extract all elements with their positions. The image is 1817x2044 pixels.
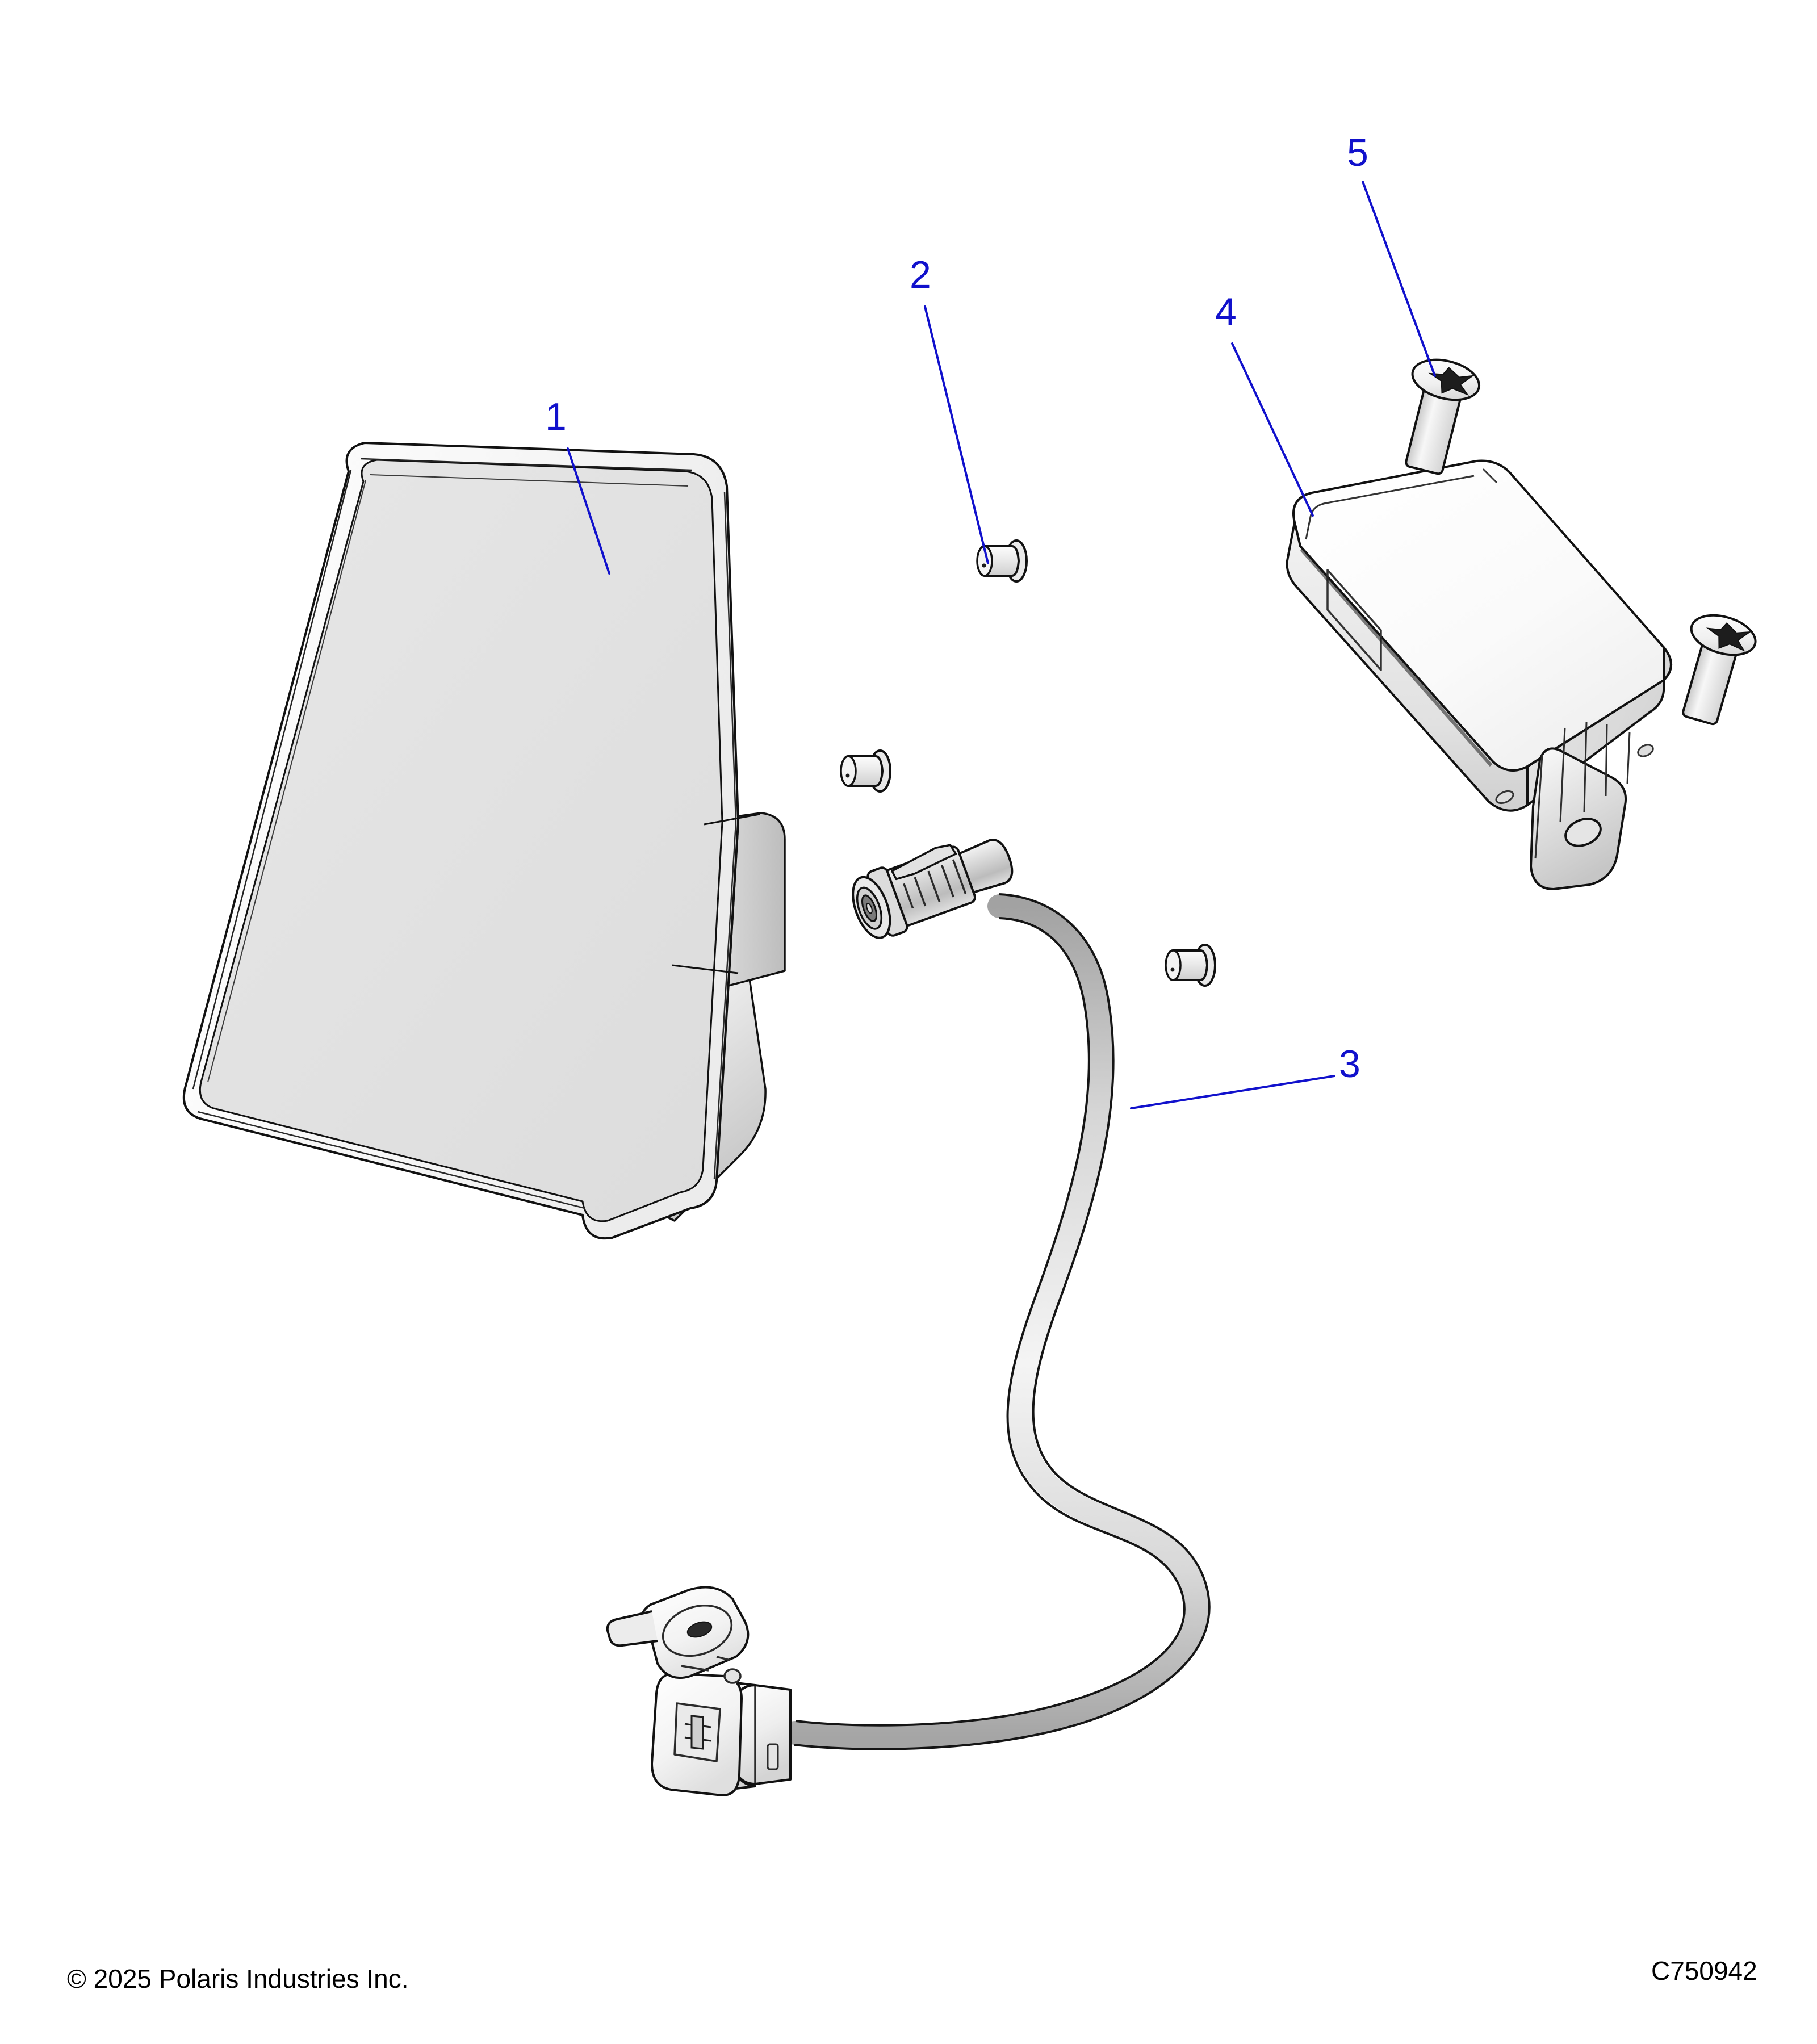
- module-tab-hole: [1564, 818, 1602, 847]
- usb-cover-hinge-strap: [606, 1610, 658, 1647]
- module-label-recess: [1326, 569, 1382, 671]
- module-front-shadow: [1300, 548, 1493, 767]
- callout-leader-lines: [567, 181, 1436, 1109]
- module-mounting-tab: [1530, 747, 1627, 890]
- display-bracket-notch-2: [672, 964, 739, 974]
- display-screen-face: [199, 459, 723, 1222]
- callout-number-4: 4: [1215, 290, 1237, 333]
- module-boss-right: [1637, 744, 1654, 757]
- leader-line-1: [567, 447, 610, 575]
- callout-number-2: 2: [910, 253, 931, 296]
- display-top-seam-outer: [361, 458, 692, 471]
- usb-ferrule-slot: [767, 1743, 779, 1770]
- display-screen-assembly: [182, 442, 786, 1240]
- leader-line-5: [1362, 181, 1436, 377]
- rivet-center-mark-lower: [1170, 967, 1175, 972]
- rivet-center-mark-middle: [845, 773, 850, 778]
- fakra-center-pin: [866, 903, 873, 914]
- leader-line-3: [1130, 1075, 1335, 1109]
- callout-number-5: 5: [1347, 131, 1368, 174]
- display-left-seam: [192, 470, 352, 1090]
- module-top-seam: [1305, 475, 1475, 540]
- leader-line-4: [1231, 342, 1314, 517]
- module-top-seam-2: [1482, 468, 1498, 484]
- copyright-notice: © 2025 Polaris Industries Inc.: [67, 1964, 409, 1993]
- cable-edge-left: [794, 893, 1211, 1750]
- display-top-seam-inner: [370, 474, 689, 487]
- rivet-center-mark-upper: [982, 563, 986, 568]
- fakra-keyway-lines: [903, 859, 967, 909]
- fakra-connector: [852, 839, 1014, 939]
- antenna-cable-assembly: [606, 839, 1211, 1796]
- cable-body: [783, 894, 1209, 1749]
- push-rivet-upper: [976, 539, 1028, 583]
- module-tab-ribs: [1534, 722, 1631, 859]
- drawing-number: C750942: [1651, 1956, 1757, 1986]
- rivet-end-lower: [1165, 949, 1182, 981]
- usb-cover-center: [686, 1621, 713, 1638]
- usb-cover-latch-hole: [723, 1668, 742, 1684]
- pan-head-screw-upper: [1405, 358, 1481, 475]
- module-boss-left: [1495, 790, 1514, 805]
- fakra-latch: [891, 844, 957, 881]
- display-bottom-seam: [197, 1111, 585, 1209]
- callout-number-1: 1: [545, 395, 567, 438]
- pan-head-screw-lower: [1682, 614, 1757, 726]
- usb-port-connector: [606, 1586, 792, 1796]
- usb-type-a-glyph: [684, 1715, 711, 1750]
- receiver-module-box: [1286, 459, 1672, 890]
- push-rivet-lower: [1165, 944, 1216, 987]
- usb-cover-hinge-pin: [681, 1656, 731, 1672]
- leader-line-2: [924, 305, 989, 564]
- usb-cover-rim: [662, 1604, 733, 1657]
- rivet-end-middle: [840, 755, 857, 787]
- display-bracket-notch: [704, 813, 760, 826]
- push-rivet-middle: [840, 749, 891, 793]
- display-left-seam-inner: [207, 480, 366, 1083]
- display-right-seam: [713, 491, 737, 1179]
- cable-edge-right: [795, 917, 1186, 1727]
- screw-phillips-drive-lower: [1706, 622, 1752, 652]
- callout-number-3: 3: [1339, 1042, 1360, 1086]
